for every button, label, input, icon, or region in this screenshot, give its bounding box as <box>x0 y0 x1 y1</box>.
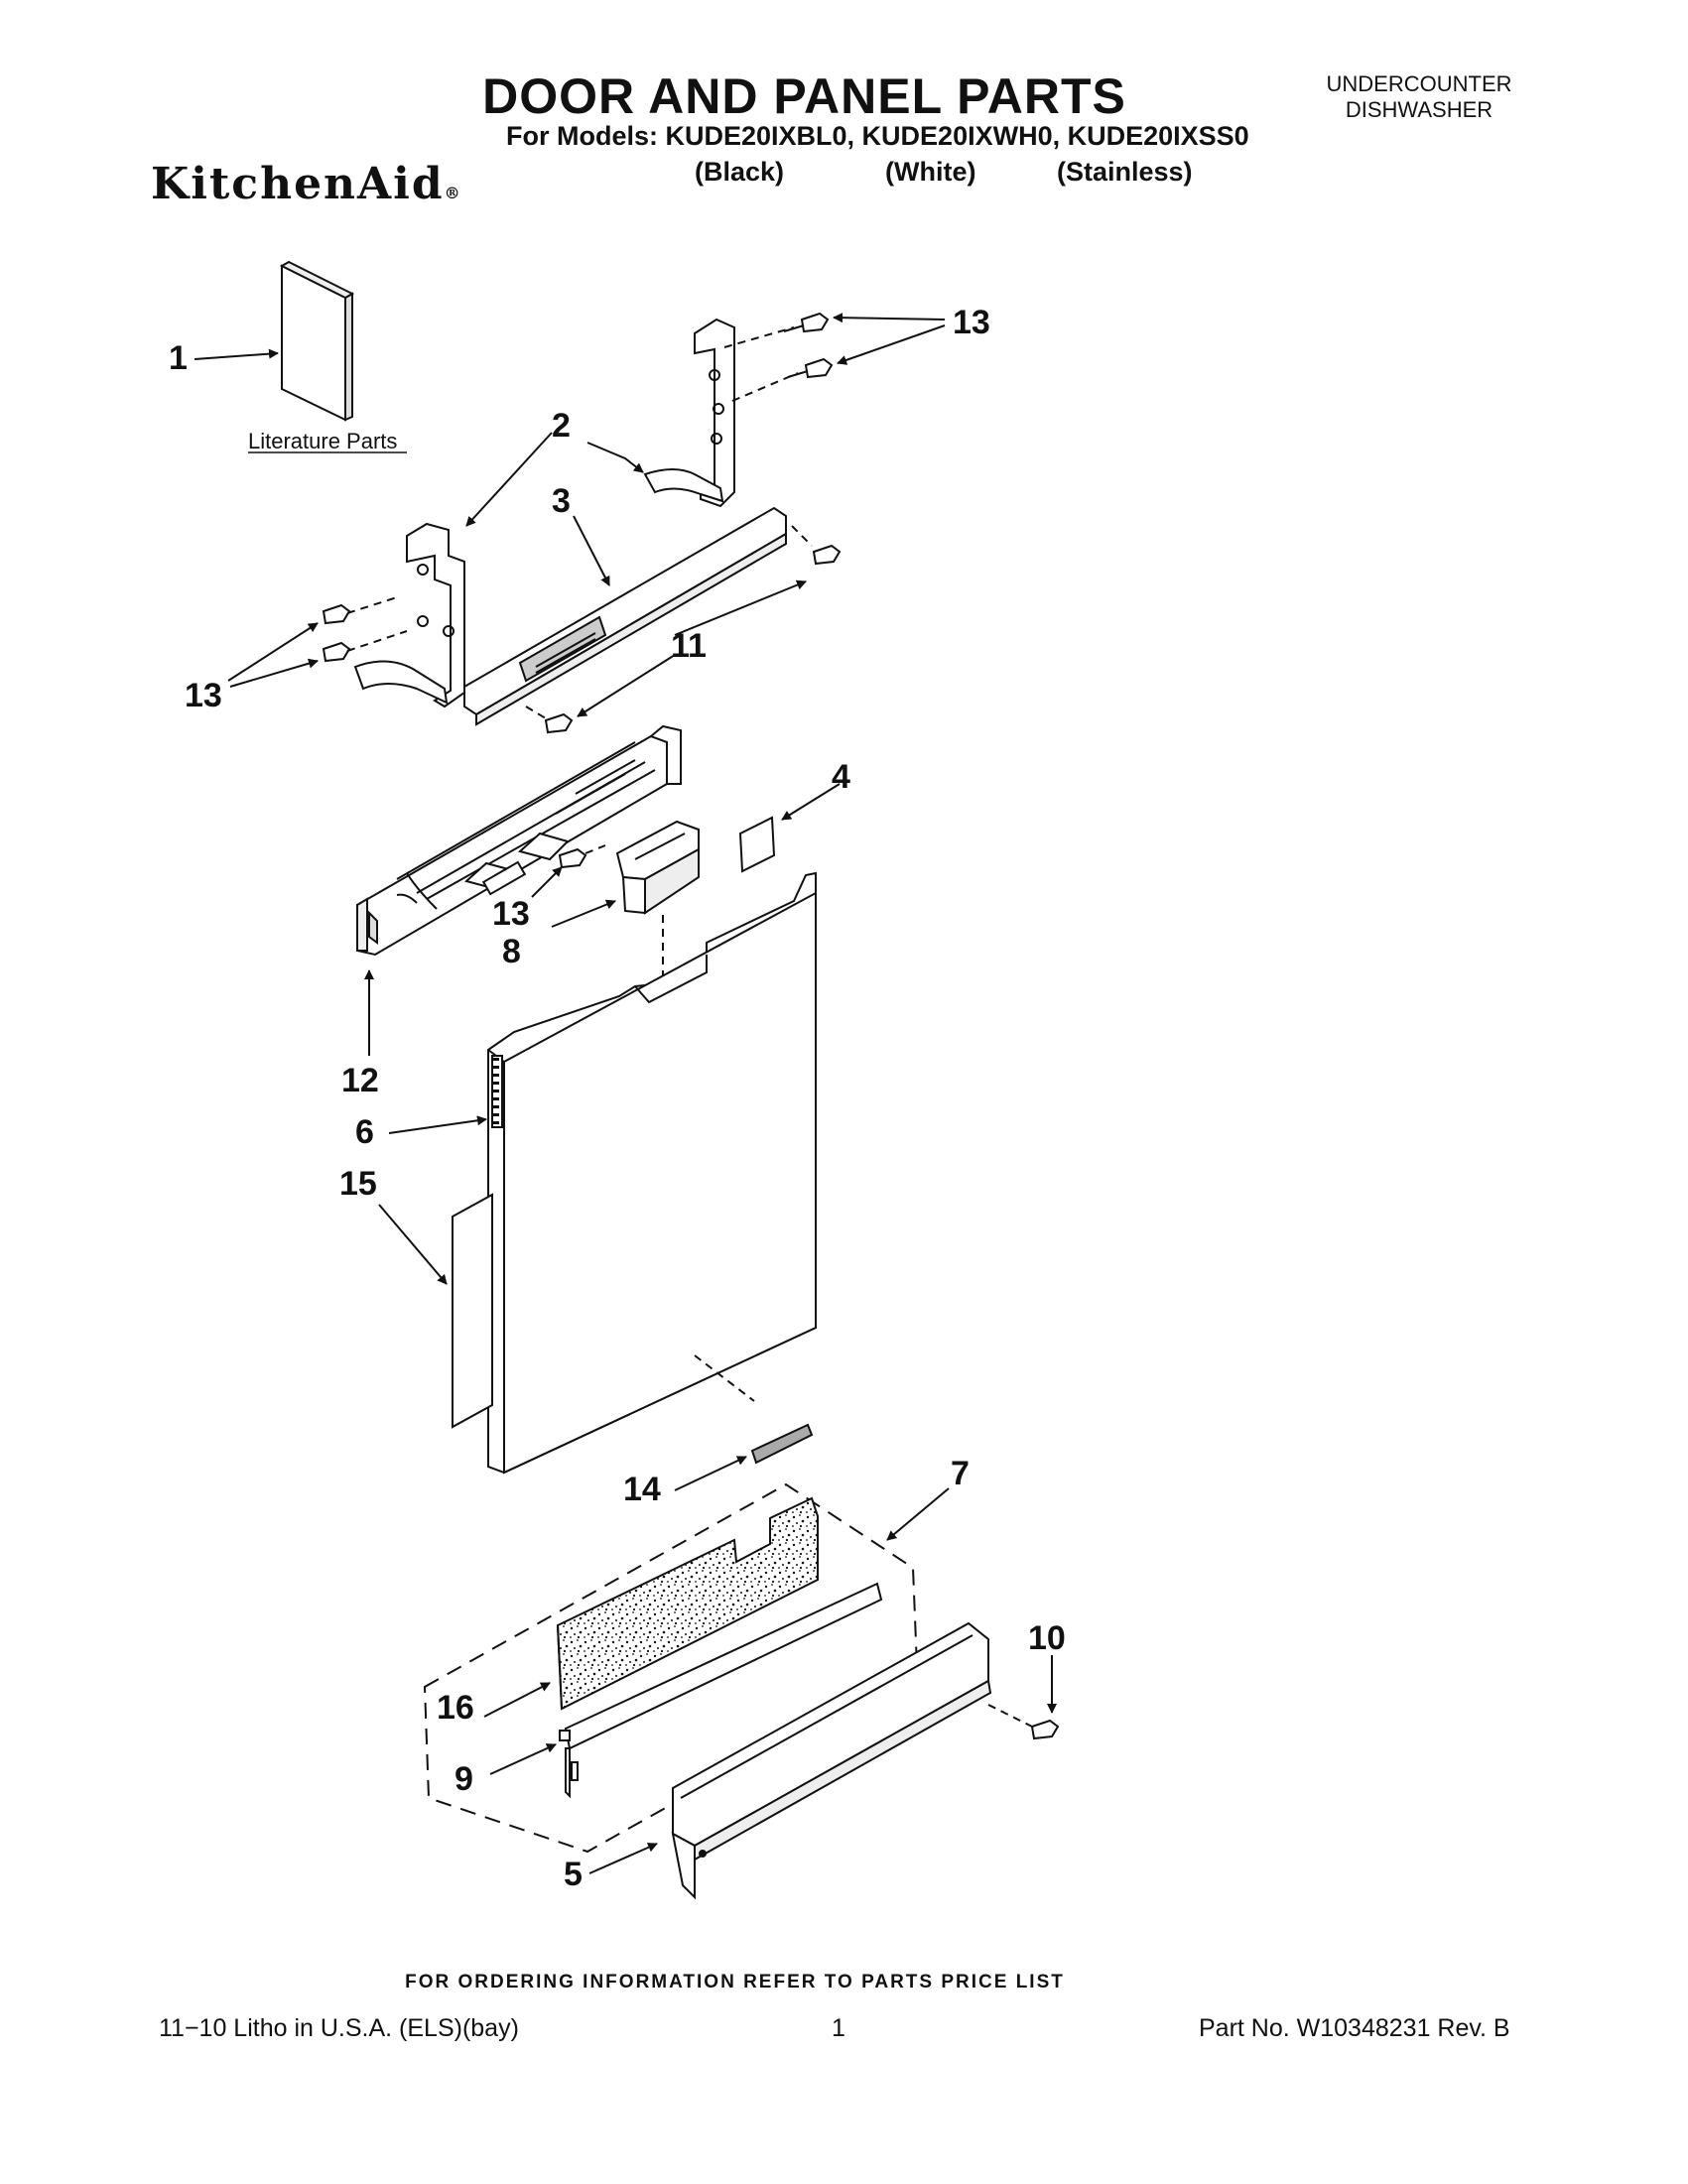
leader-13-left-b <box>229 658 319 688</box>
leader-4 <box>781 783 841 821</box>
door-handle <box>615 820 700 915</box>
callout-6: 6 <box>355 1113 374 1151</box>
screw-left-1 <box>322 596 398 625</box>
callout-2: 2 <box>552 407 571 445</box>
screw-rail-left <box>525 706 574 734</box>
leader-5 <box>588 1843 658 1874</box>
brand-logo: KitchenAid® <box>151 159 462 209</box>
leader-16 <box>483 1682 551 1718</box>
leader-2-left <box>465 432 553 527</box>
door-insulation <box>452 1193 493 1429</box>
callout-3: 3 <box>552 482 571 520</box>
part-number: Part No. W10348231 Rev. B <box>1199 2014 1510 2042</box>
callout-14: 14 <box>623 1471 661 1508</box>
literature-booklet <box>279 260 355 422</box>
callout-9: 9 <box>454 1760 473 1798</box>
callout-13-middle: 13 <box>492 895 530 933</box>
ordering-info: FOR ORDERING INFORMATION REFER TO PARTS … <box>405 1972 1065 1992</box>
leader-6 <box>388 1115 487 1134</box>
foam-insulation <box>556 1496 819 1711</box>
leader-13-top-a <box>833 313 946 323</box>
leader-13-left-a <box>227 622 319 682</box>
callout-5: 5 <box>564 1856 583 1893</box>
brand-name: KitchenAid <box>151 159 445 209</box>
toe-panel-kit-outline <box>423 1482 919 1854</box>
callout-13-left: 13 <box>185 677 222 714</box>
callout-10: 10 <box>1028 1619 1066 1657</box>
rail-panel <box>463 506 787 726</box>
models-line: For Models: KUDE20IXBL0, KUDE20IXWH0, KU… <box>506 121 1249 151</box>
screw-kick <box>987 1704 1060 1740</box>
leader-15 <box>378 1204 448 1285</box>
callout-15: 15 <box>339 1165 377 1203</box>
literature-parts-label: Literature Parts <box>248 429 397 453</box>
dash-14 <box>694 1354 755 1402</box>
callout-11: 11 <box>671 627 707 665</box>
leader-11-left <box>577 654 676 717</box>
callout-12: 12 <box>341 1062 379 1099</box>
callout-4: 4 <box>832 758 850 796</box>
registered-mark: ® <box>444 184 462 202</box>
toe-rail-strip <box>559 1582 883 1799</box>
left-mount-bracket <box>353 522 465 708</box>
color-white: (White) <box>885 157 976 187</box>
brand-badge <box>750 1423 814 1465</box>
callout-8: 8 <box>502 933 521 970</box>
appliance-line-2: DISHWASHER <box>1345 97 1493 122</box>
callout-16: 16 <box>437 1689 474 1727</box>
door-panel <box>487 871 817 1475</box>
right-mount-bracket <box>643 318 735 508</box>
page-title: DOOR AND PANEL PARTS <box>482 68 1126 124</box>
leader-1 <box>194 348 279 360</box>
leader-13-mid <box>531 866 563 898</box>
color-black: (Black) <box>695 157 785 187</box>
leader-11-right <box>674 579 807 636</box>
leader-7 <box>886 1487 950 1541</box>
litho-line: 11−10 Litho in U.S.A. (ELS)(bay) <box>159 2014 519 2042</box>
leader-13-top-b <box>837 324 946 365</box>
page-number: 1 <box>832 2014 845 2042</box>
kick-plate <box>671 1621 992 1900</box>
screw-left-2 <box>322 630 408 663</box>
control-console <box>356 724 682 957</box>
callout-7: 7 <box>951 1455 970 1492</box>
callout-1: 1 <box>169 339 188 377</box>
label-part <box>738 816 776 873</box>
leader-2-right <box>586 442 644 473</box>
appliance-line-1: UNDERCOUNTER <box>1326 71 1512 96</box>
screw-top-1 <box>723 312 830 348</box>
callout-13-top: 13 <box>953 304 990 341</box>
screw-top-2 <box>731 357 834 402</box>
leader-9 <box>489 1743 557 1775</box>
appliance-type: UNDERCOUNTER DISHWASHER <box>1290 71 1548 123</box>
leader-3 <box>573 515 610 586</box>
leader-14 <box>674 1456 747 1491</box>
leader-8 <box>551 899 616 928</box>
dash-3 <box>791 525 813 547</box>
screw-middle <box>558 844 606 869</box>
color-stainless: (Stainless) <box>1057 157 1193 187</box>
screw-rail-right <box>812 544 842 566</box>
